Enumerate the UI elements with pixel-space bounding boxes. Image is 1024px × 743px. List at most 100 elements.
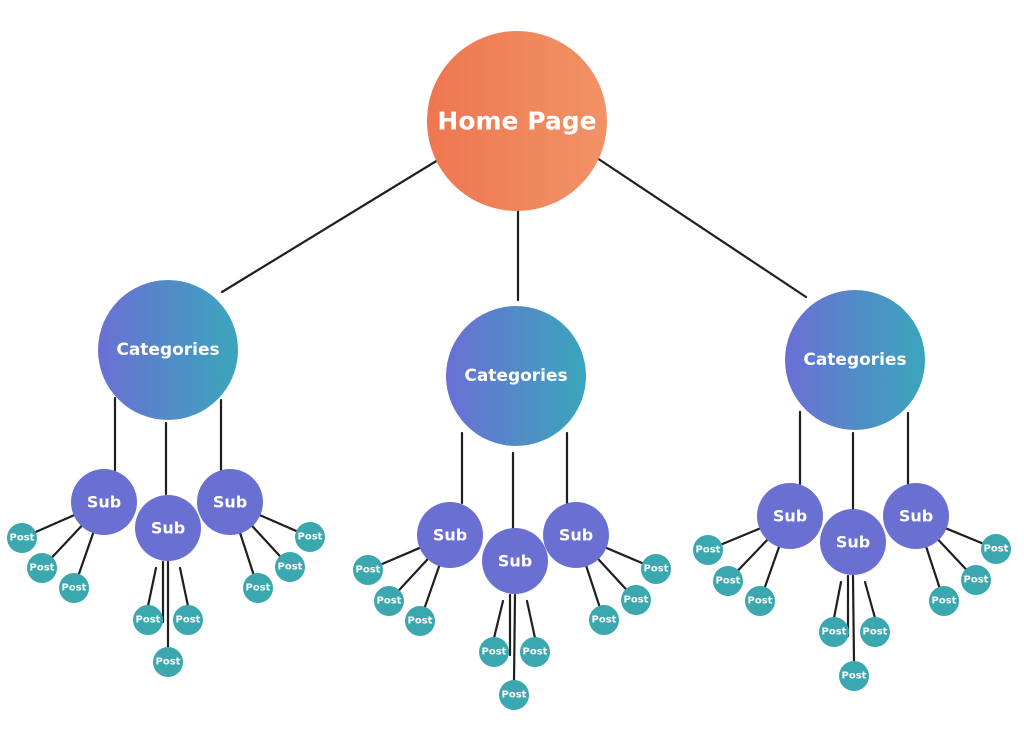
post-node-2-2-3-label: Post: [502, 690, 527, 701]
edge-sub-to-post: [936, 538, 967, 571]
post-node-2-3-3-circle: [589, 605, 619, 635]
sub-node-2-2: Sub: [482, 528, 548, 594]
edge-sub-to-post: [720, 527, 762, 546]
category-node-3-circle: [785, 290, 925, 430]
post-node-2-1-2-label: Post: [377, 596, 402, 607]
post-node-3-3-2-circle: [961, 565, 991, 595]
post-node-3-3-1-circle: [981, 534, 1011, 564]
post-node-2-2-2-circle: [520, 637, 550, 667]
post-node-3-1-2: Post: [713, 566, 743, 596]
sub-node-1-2-label: Sub: [151, 519, 185, 538]
category-node-1-circle: [98, 280, 238, 420]
post-node-1-3-2-label: Post: [278, 562, 303, 573]
post-node-1-2-2: Post: [173, 605, 203, 635]
post-node-3-3-2: Post: [961, 565, 991, 595]
post-node-2-1-1-label: Post: [356, 565, 381, 576]
edge-sub-to-post: [763, 545, 781, 588]
category-node-1: Categories: [98, 280, 238, 420]
post-node-2-1-1: Post: [353, 555, 383, 585]
post-node-1-3-1: Post: [295, 522, 325, 552]
edge-sub-to-post: [238, 531, 255, 575]
post-node-1-1-1-circle: [7, 523, 37, 553]
category-node-3: Categories: [785, 290, 925, 430]
edge-sub-to-post: [77, 531, 95, 575]
post-node-3-2-2: Post: [860, 617, 890, 647]
category-node-2-circle: [446, 306, 586, 446]
edge-sub-to-post: [596, 557, 627, 591]
post-node-1-2-1-label: Post: [136, 615, 161, 626]
sub-node-3-1-label: Sub: [773, 507, 807, 526]
post-node-2-2-2-label: Post: [523, 647, 548, 658]
edge-sub-to-post: [525, 599, 537, 640]
post-node-1-1-2-circle: [27, 553, 57, 583]
post-node-2-1-3-label: Post: [408, 616, 433, 627]
edge-sub-to-post: [832, 580, 843, 620]
post-node-1-2-3-label: Post: [156, 657, 181, 668]
edge-sub-to-post: [851, 574, 856, 664]
post-node-2-1-2: Post: [374, 586, 404, 616]
post-node-1-2-1-circle: [133, 605, 163, 635]
sub-node-2-2-circle: [482, 528, 548, 594]
post-node-3-1-3-circle: [745, 586, 775, 616]
post-node-1-1-3: Post: [59, 573, 89, 603]
post-node-3-2-1: Post: [819, 617, 849, 647]
post-node-1-2-3: Post: [153, 647, 183, 677]
category-node-1-label: Categories: [116, 340, 219, 360]
category-node-2-label: Categories: [464, 366, 567, 386]
post-node-1-2-3-circle: [153, 647, 183, 677]
edge-sub-to-post: [51, 524, 84, 559]
sub-node-3-3-circle: [883, 483, 949, 549]
sub-node-2-1: Sub: [417, 502, 483, 568]
post-node-2-3-2: Post: [621, 585, 651, 615]
edge-sub-to-post: [492, 599, 505, 640]
edge-sub-to-post: [512, 593, 517, 683]
edge-home-to-category-1: [220, 158, 440, 294]
category-node-2: Categories: [446, 306, 586, 446]
post-node-3-2-3: Post: [839, 661, 869, 691]
sub-node-1-3: Sub: [197, 469, 263, 535]
post-node-1-3-2: Post: [275, 552, 305, 582]
post-node-1-2-1: Post: [133, 605, 163, 635]
post-node-2-3-1-label: Post: [644, 564, 669, 575]
post-node-1-1-2-label: Post: [30, 563, 55, 574]
post-node-1-3-3-label: Post: [246, 583, 271, 594]
post-node-1-1-2: Post: [27, 553, 57, 583]
post-node-3-2-2-label: Post: [863, 627, 888, 638]
sub-node-1-1-circle: [71, 469, 137, 535]
post-node-2-1-3-circle: [405, 606, 435, 636]
post-node-2-2-1-circle: [479, 637, 509, 667]
sub-node-2-3-label: Sub: [559, 526, 593, 545]
post-node-1-1-3-label: Post: [62, 583, 87, 594]
sub-node-2-3-circle: [543, 502, 609, 568]
post-node-3-1-1-label: Post: [696, 545, 721, 556]
post-node-2-3-2-circle: [621, 585, 651, 615]
post-node-2-1-3: Post: [405, 606, 435, 636]
post-node-1-2-2-label: Post: [176, 615, 201, 626]
sub-node-1-3-circle: [197, 469, 263, 535]
post-node-1-1-1: Post: [7, 523, 37, 553]
post-node-3-2-1-label: Post: [822, 627, 847, 638]
home-page-node-label: Home Page: [437, 107, 596, 136]
post-node-1-3-3-circle: [243, 573, 273, 603]
post-node-3-3-2-label: Post: [964, 575, 989, 586]
post-node-3-1-1-circle: [693, 535, 723, 565]
sub-node-3-1: Sub: [757, 483, 823, 549]
post-node-3-3-1: Post: [981, 534, 1011, 564]
post-node-1-3-2-circle: [275, 552, 305, 582]
post-node-2-2-2: Post: [520, 637, 550, 667]
post-node-1-3-1-circle: [295, 522, 325, 552]
home-page-node: Home Page: [427, 31, 607, 211]
edge-sub-to-post: [737, 538, 770, 572]
edge-sub-to-post: [944, 527, 984, 545]
sub-node-2-1-label: Sub: [433, 526, 467, 545]
edge-sub-to-post: [178, 566, 190, 608]
post-node-2-3-3: Post: [589, 605, 619, 635]
edge-sub-to-post: [584, 564, 601, 607]
post-node-3-2-3-circle: [839, 661, 869, 691]
post-node-2-3-1: Post: [641, 554, 671, 584]
sub-node-2-2-label: Sub: [498, 552, 532, 571]
home-page-node-circle: [427, 31, 607, 211]
edge-sub-to-post: [604, 546, 644, 565]
sub-node-2-1-circle: [417, 502, 483, 568]
